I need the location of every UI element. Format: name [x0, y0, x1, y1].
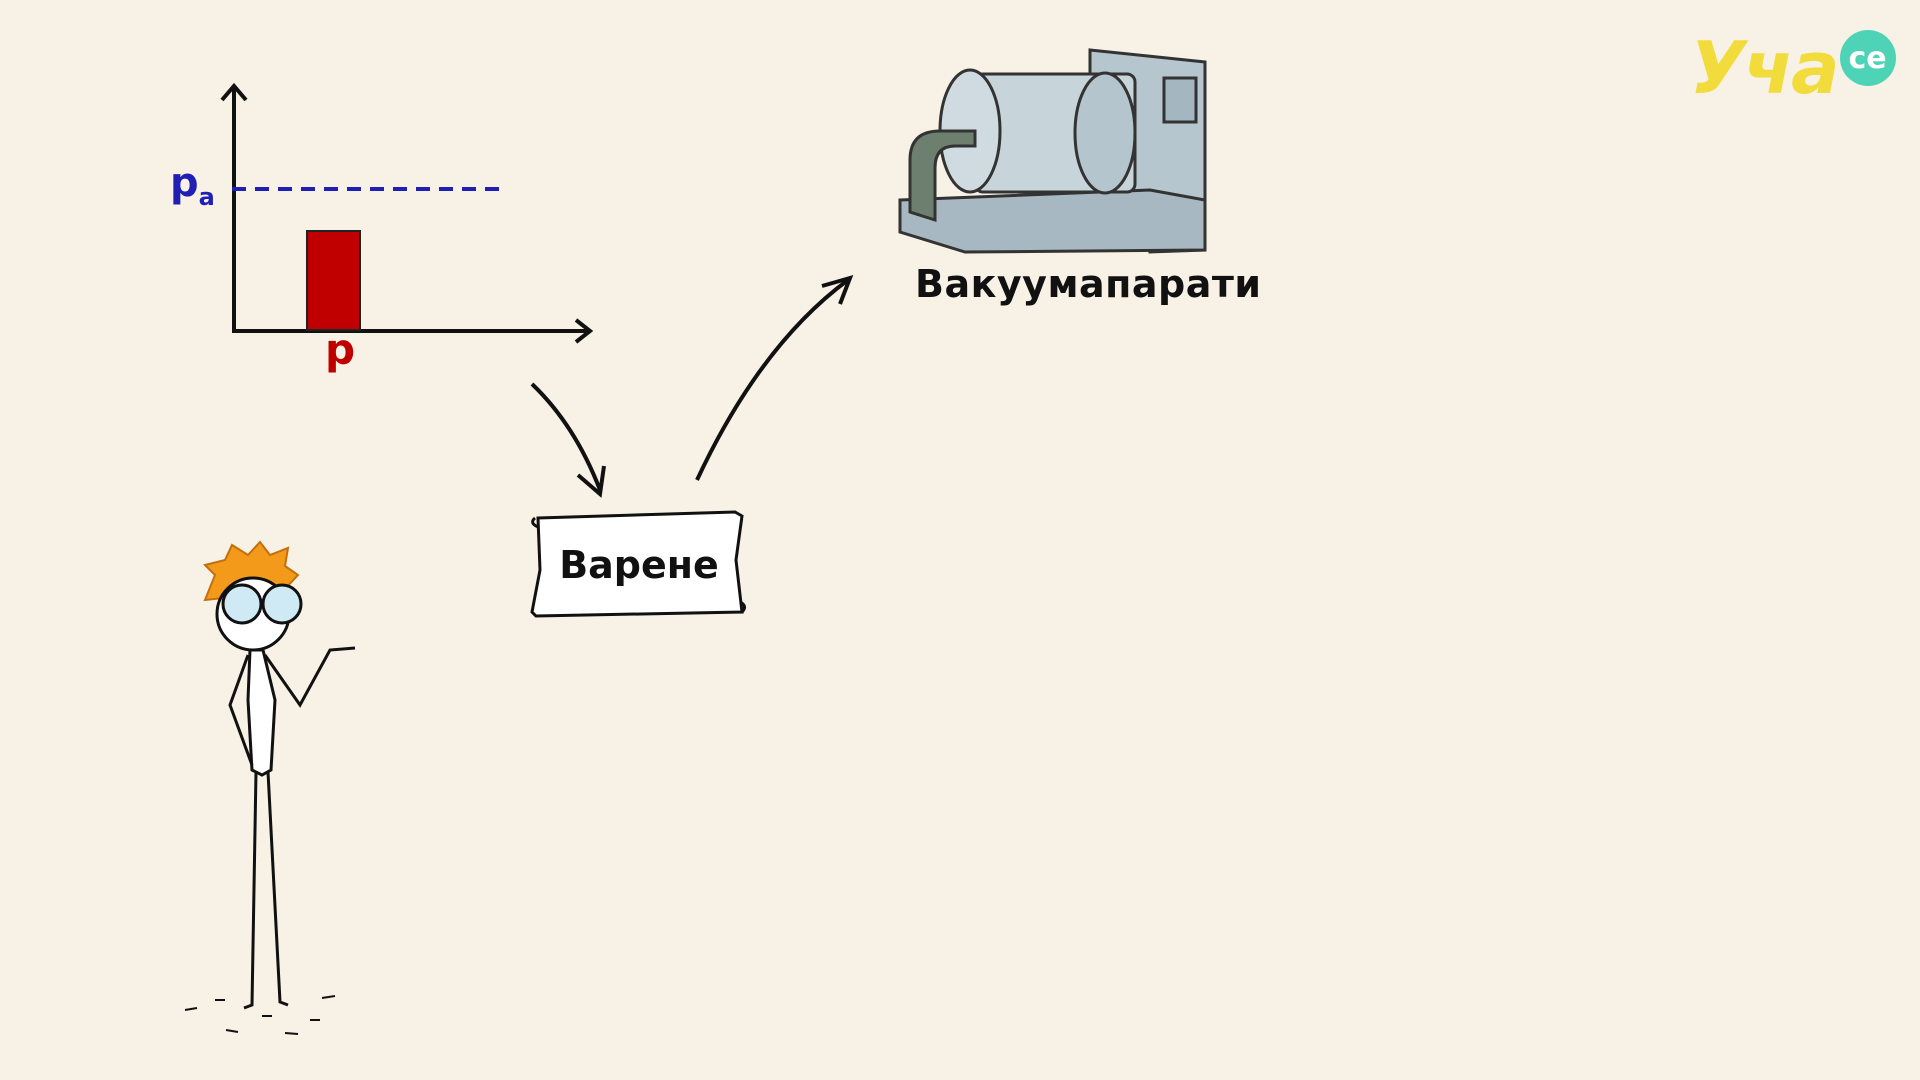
- y-axis-arrowhead: [220, 82, 248, 102]
- atmospheric-pressure-label: pa: [170, 160, 215, 211]
- pressure-chart: [220, 82, 594, 344]
- arrow-to-vacuum: [695, 278, 850, 481]
- figure-left-arm: [228, 654, 254, 766]
- boiling-label: Варене: [559, 543, 719, 587]
- figure-glasses-left: [221, 583, 263, 625]
- x-axis-arrowhead: [574, 318, 594, 344]
- figure-right-leg: [266, 771, 289, 1007]
- figure-left-leg: [243, 771, 258, 1010]
- logo-text: Уча: [1690, 26, 1840, 110]
- vacuum-apparatus-icon: [898, 48, 1207, 254]
- pressure-bar: [306, 230, 361, 331]
- figure-glasses-right: [261, 583, 303, 625]
- pressure-label: p: [325, 325, 356, 374]
- brand-logo[interactable]: Уча се: [1690, 26, 1896, 110]
- arrow-to-vacuum-head: [821, 274, 854, 305]
- arrow-to-boiling: [530, 382, 602, 491]
- arrow-to-boiling-head: [576, 465, 606, 498]
- logo-bubble-icon: се: [1839, 30, 1896, 86]
- stick-figure-character: [184, 540, 356, 1035]
- vacuum-apparatus-label: Вакуумапарати: [915, 262, 1262, 306]
- figure-body: [246, 648, 277, 777]
- figure-right-arm: [263, 646, 356, 708]
